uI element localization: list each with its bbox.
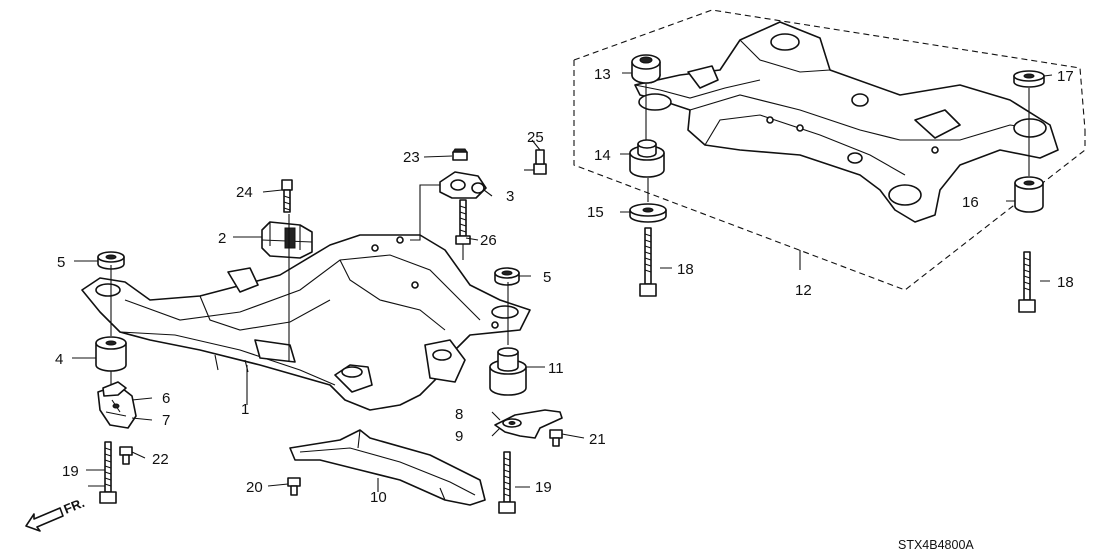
- callout-8: 8: [455, 406, 463, 423]
- front-mounting-bolt-left: [99, 441, 117, 504]
- bracket-bolt-small-left: [119, 446, 133, 465]
- callout-16: 16: [962, 194, 979, 211]
- callout-4: 4: [55, 351, 63, 368]
- callout-1: 1: [241, 401, 249, 418]
- callout-13: 13: [594, 66, 611, 83]
- stiffener-bolt: [287, 477, 301, 496]
- rear-subframe-bushing-left: [629, 139, 665, 178]
- rear-group-frame: [573, 9, 1086, 291]
- rear-upper-mount-rubber: [631, 54, 661, 84]
- rear-mounting-bolt-left: [639, 227, 657, 297]
- callout-14: 14: [594, 147, 611, 164]
- callout-labels: 1 2 3 4 5 5 6 7 8 9 10 11 12 13 14 15 16…: [55, 66, 1074, 506]
- callout-25: 25: [527, 129, 544, 146]
- callout-20: 20: [246, 479, 263, 496]
- rear-upper-stopper-right: [1013, 70, 1045, 88]
- front-subframe-bushing-left: [95, 336, 127, 372]
- callout-21: 21: [589, 431, 606, 448]
- callout-15: 15: [587, 204, 604, 221]
- bracket-side-bolt: [524, 149, 547, 175]
- leader-lines-front: [72, 139, 585, 492]
- callout-9: 9: [455, 428, 463, 445]
- bracket-nut: [452, 148, 468, 161]
- front-subframe-bushing-right: [489, 347, 527, 396]
- rear-stopper-washer: [629, 203, 667, 223]
- front-subframe: [81, 234, 531, 411]
- front-stopper-right: [494, 267, 520, 286]
- front-mount-bracket-left: [97, 381, 137, 429]
- front-stiffener-plate: [289, 429, 486, 506]
- callout-7: 7: [162, 412, 170, 429]
- front-direction-label: FR.: [62, 495, 87, 517]
- callout-11: 11: [548, 360, 564, 377]
- bracket-bolt-small-right: [549, 429, 563, 447]
- front-stopper-left: [97, 251, 125, 270]
- rear-subframe: [634, 21, 1059, 223]
- callout-26: 26: [480, 232, 497, 249]
- front-mounting-bolt-right: [498, 451, 516, 514]
- callout-19-left: 19: [62, 463, 79, 480]
- rear-subframe-group: [573, 9, 1086, 313]
- front-subframe-mount-block: [261, 221, 313, 259]
- callout-18-right: 18: [1057, 274, 1074, 291]
- callout-23: 23: [403, 149, 420, 166]
- callout-10: 10: [370, 489, 387, 506]
- drawing-code: STX4B4800A: [898, 538, 974, 552]
- rear-mounting-bolt-right: [1018, 251, 1036, 313]
- callout-6: 6: [162, 390, 170, 407]
- leader-lines-rear: [620, 72, 1053, 282]
- callout-19-right: 19: [535, 479, 552, 496]
- rear-subframe-bushing-right: [1014, 176, 1044, 213]
- front-direction-arrow: FR.: [25, 495, 87, 532]
- front-subframe-group: [72, 139, 585, 514]
- callout-5-right: 5: [543, 269, 551, 286]
- front-mount-bracket-right: [494, 409, 563, 439]
- callout-12: 12: [795, 282, 812, 299]
- upper-bracket-assembly: [439, 171, 487, 199]
- callout-2: 2: [218, 230, 226, 247]
- callout-17: 17: [1057, 68, 1074, 85]
- bracket-long-bolt: [455, 199, 471, 245]
- callout-5-left: 5: [57, 254, 65, 271]
- callout-24: 24: [236, 184, 253, 201]
- callout-3: 3: [506, 188, 514, 205]
- mount-block-bolt: [281, 179, 293, 213]
- callout-18-left: 18: [677, 261, 694, 278]
- callout-22: 22: [152, 451, 169, 468]
